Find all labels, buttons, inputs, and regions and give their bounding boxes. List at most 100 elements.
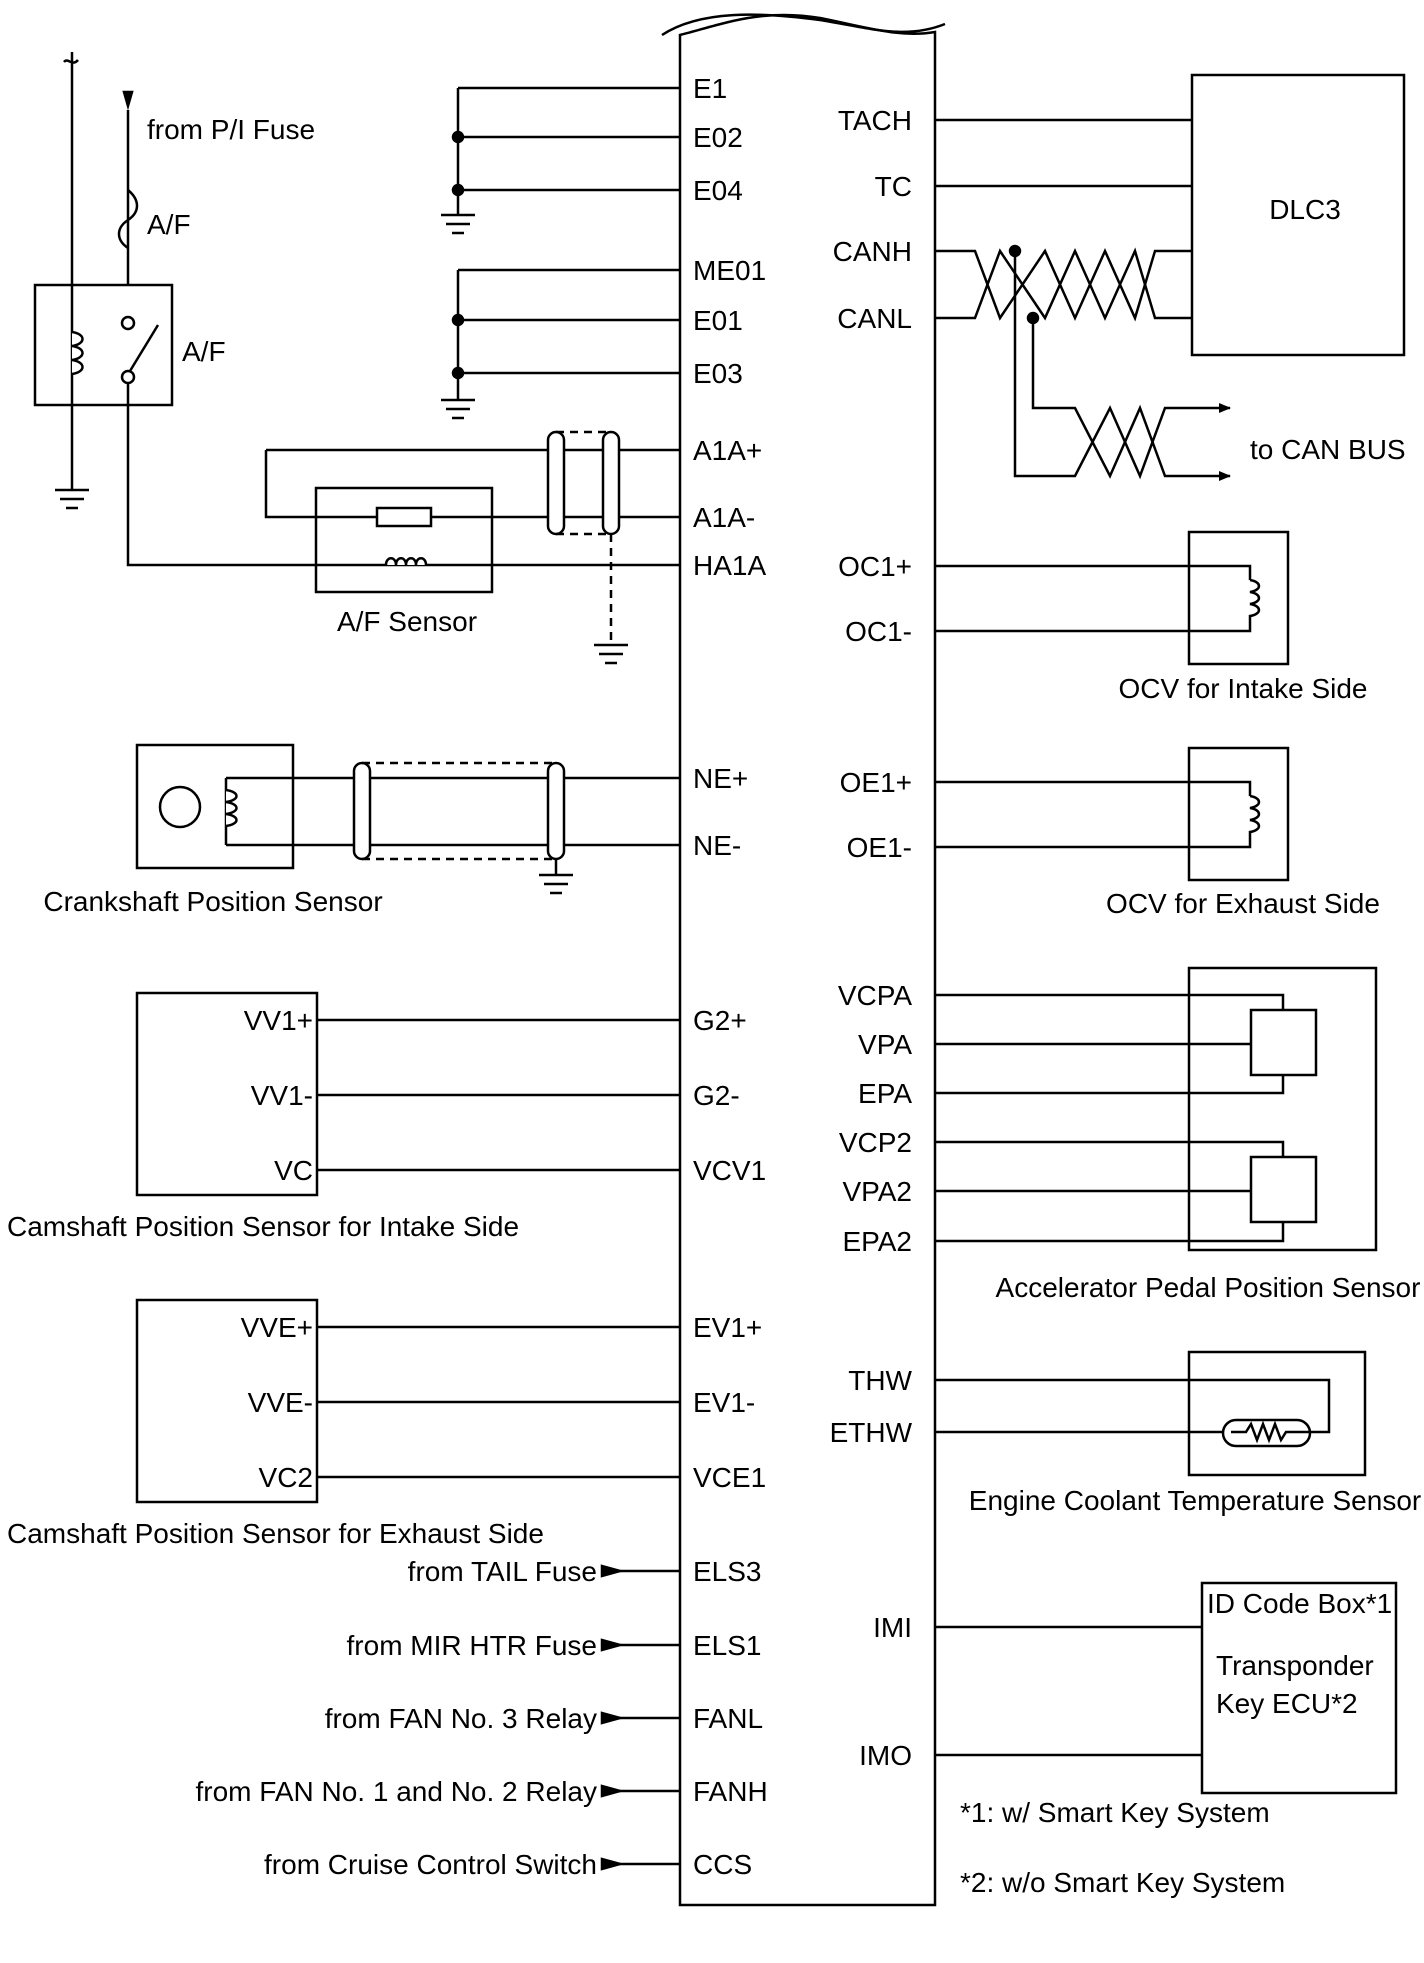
ecu-pin-label: THW (848, 1365, 912, 1396)
ecu-pin-label: VCV1 (693, 1155, 766, 1186)
ecu-pin-label: EPA (858, 1078, 912, 1109)
ecu-pin-label: EV1+ (693, 1312, 762, 1343)
ecu-pin-label: CCS (693, 1849, 752, 1880)
ecu-pin-label: IMO (859, 1740, 912, 1771)
note-1: *1: w/ Smart Key System (960, 1797, 1270, 1828)
crankshaft-box (135, 743, 295, 870)
ocv-intake-wires (935, 564, 1252, 633)
id-box-line2: Transponder (1216, 1650, 1374, 1681)
ground-wires-1 (456, 86, 680, 215)
shield-loop (546, 761, 566, 861)
coolant-label: Engine Coolant Temperature Sensor (969, 1485, 1421, 1516)
input-label-3: from FAN No. 3 Relay (325, 1703, 597, 1734)
supply-arrow (122, 90, 134, 111)
ecu-pin-label: E04 (693, 175, 743, 206)
ground-icon (55, 488, 89, 510)
crankshaft-coil-icon (225, 788, 238, 828)
af-relay-label: A/F (182, 336, 226, 367)
cam-exhaust-pin-1: VVE+ (241, 1312, 313, 1343)
shield-dashed (556, 430, 613, 645)
input-arrows (600, 1564, 625, 1871)
ecu-pin-label: E03 (693, 358, 743, 389)
ecu-pin-label: ELS3 (693, 1556, 762, 1587)
cam-exhaust-pin-3: VC2 (259, 1462, 313, 1493)
cam-intake-label: Camshaft Position Sensor for Intake Side (7, 1211, 519, 1242)
af-sensor-box (314, 486, 494, 594)
ecu-pin-label: A1A+ (693, 435, 762, 466)
dlc3-label: DLC3 (1269, 194, 1341, 225)
ecu-pin-label: NE+ (693, 763, 748, 794)
id-code-wires (935, 1625, 1202, 1757)
ecu-pin-label: A1A- (693, 502, 755, 533)
id-code-box (1200, 1581, 1398, 1795)
shield-loop (352, 761, 372, 861)
supply-symbol (63, 59, 79, 64)
ecu-pin-label: VCE1 (693, 1462, 766, 1493)
coolant-box (1187, 1350, 1367, 1477)
ecu-pin-label: OC1- (845, 616, 912, 647)
relay-contact-top (120, 315, 136, 331)
accel-sensor-2 (1249, 1155, 1318, 1224)
ecu-break-line (661, 13, 946, 37)
input-wires (605, 1569, 680, 1866)
can-bus-wire-h (1013, 251, 1231, 480)
ecu-pin-label: VPA2 (842, 1176, 912, 1207)
can-bus-label: to CAN BUS (1250, 434, 1406, 465)
ecu-body (678, 13, 937, 1907)
ground-icon (539, 873, 573, 895)
ecu-pin-label: E01 (693, 305, 743, 336)
cam-intake-wires (317, 1018, 680, 1172)
can-bus-wire-l (1031, 318, 1231, 481)
relay-coil-icon (71, 330, 84, 376)
ecu-pin-label: ME01 (693, 255, 766, 286)
ecu-pin-label: E1 (693, 73, 727, 104)
ecu-pin-label: EPA2 (842, 1226, 912, 1257)
cam-exhaust-label: Camshaft Position Sensor for Exhaust Sid… (7, 1518, 544, 1549)
wire-ha1a (126, 383, 680, 567)
relay-contact-bottom (120, 369, 136, 385)
accel-sensor-1 (1249, 1008, 1318, 1077)
af-sensor-label: A/F Sensor (337, 606, 477, 637)
ground-icon (441, 398, 475, 420)
relay-switch-icon (128, 324, 160, 372)
ocv-intake-coil-icon (1248, 578, 1261, 620)
accel-pedal-label: Accelerator Pedal Position Sensor (996, 1272, 1421, 1303)
ocv-exhaust-coil-icon (1248, 794, 1261, 836)
canh-wire (935, 247, 1192, 322)
ecu-pin-label: OE1+ (840, 767, 912, 798)
canl-wire (935, 247, 1192, 322)
af-relay-box (33, 283, 174, 407)
input-label-1: from TAIL Fuse (408, 1556, 597, 1587)
cam-exhaust-box (135, 1298, 319, 1504)
cam-intake-pin-2: VV1- (251, 1080, 313, 1111)
ocv-exhaust-wires (935, 780, 1252, 849)
ecu-pin-label: CANL (837, 303, 912, 334)
ocv-intake-box (1187, 530, 1290, 666)
ocv-intake-label: OCV for Intake Side (1118, 673, 1367, 704)
ecu-pin-label: TC (875, 171, 912, 202)
ground-icon (594, 643, 628, 665)
id-box-line3: Key ECU*2 (1216, 1688, 1358, 1719)
ecu-pin-label: FANL (693, 1703, 763, 1734)
ecu-left-pins: E1E02E04ME01E01E03A1A+A1A-HA1ANE+NE-G2+G… (693, 73, 768, 1880)
junction-dot (451, 313, 465, 327)
af-fuse-label: A/F (147, 209, 191, 240)
ocv-exhaust-label: OCV for Exhaust Side (1106, 888, 1380, 919)
ecu-pin-label: OC1+ (838, 551, 912, 582)
af-sensor-heater-icon (384, 557, 428, 566)
shield-loop (601, 430, 621, 536)
cam-exhaust-pin-2: VVE- (248, 1387, 313, 1418)
coolant-wires (935, 1378, 1331, 1434)
ecu-pin-label: HA1A (693, 550, 766, 581)
crankshaft-wires (226, 776, 680, 847)
thermistor-zigzag (1231, 1420, 1310, 1444)
ocv-exhaust-box (1187, 746, 1290, 882)
ecu-pin-label: EV1- (693, 1387, 755, 1418)
junction-dot (451, 183, 465, 197)
ecu-pin-label: TACH (838, 105, 912, 136)
cam-intake-pin-1: VV1+ (244, 1005, 313, 1036)
junction-dot (451, 130, 465, 144)
shield-dashed (362, 761, 556, 861)
